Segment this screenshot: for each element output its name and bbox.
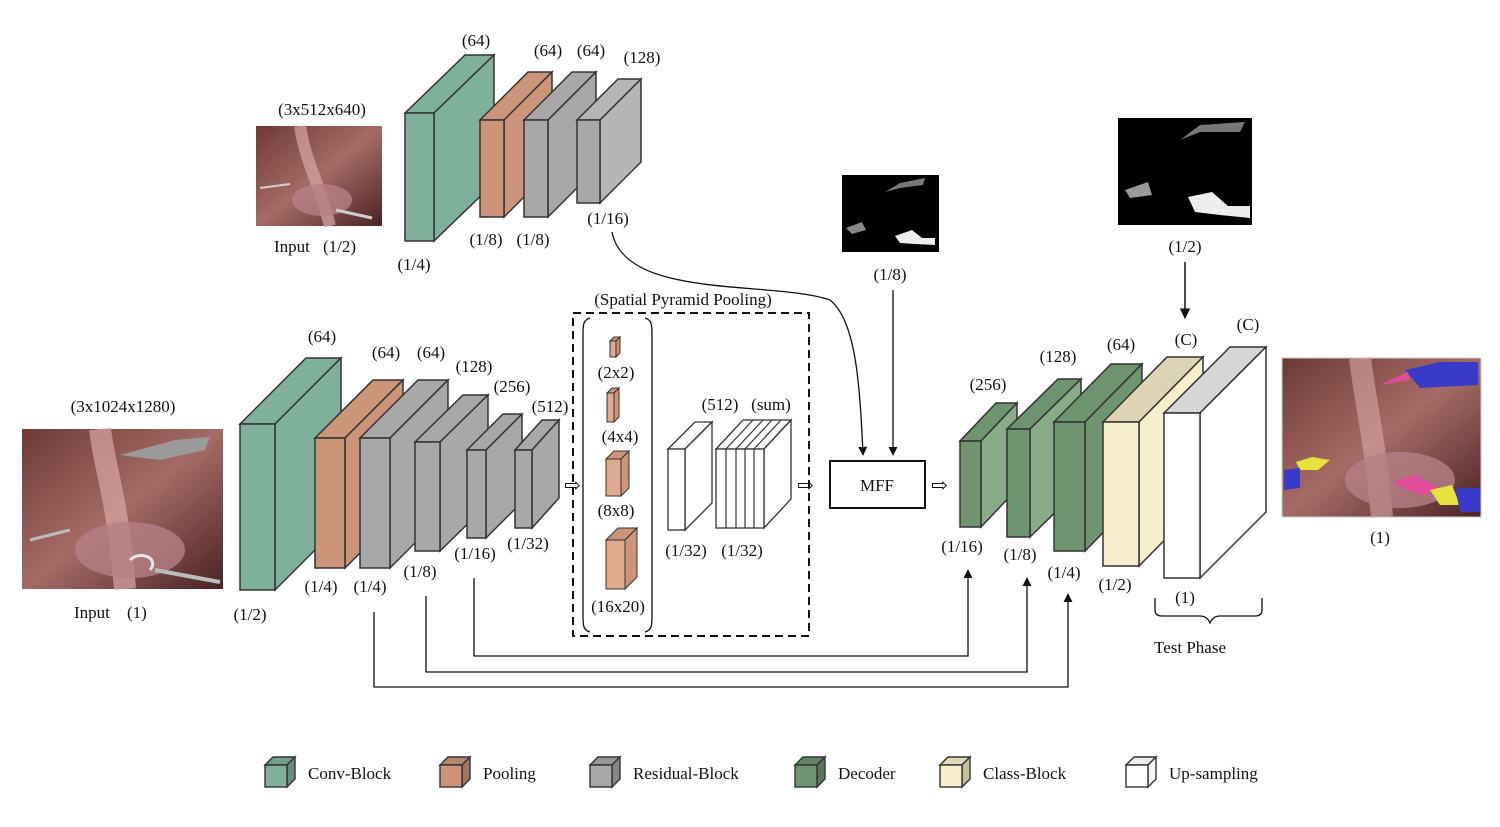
spp-pool-4x4 xyxy=(605,386,621,424)
spp-pool-2x2-label: (2x2) xyxy=(598,363,635,382)
legend-label: Decoder xyxy=(838,764,896,783)
upsampling-block xyxy=(1162,345,1268,580)
flow-arrow-1: ⇨ xyxy=(564,475,581,497)
spp-conv-channels: (512) xyxy=(702,395,739,414)
main-ch-2: (64) xyxy=(372,343,400,362)
spp-pool-8x8-label: (8x8) xyxy=(598,501,635,520)
dec-ch-2: (128) xyxy=(1040,347,1077,366)
main-input-image xyxy=(22,427,223,590)
dec-scale-1: (1/16) xyxy=(941,537,983,556)
main-ch-3: (64) xyxy=(417,343,445,362)
legend-swatch xyxy=(589,764,613,788)
legend-item-decoder: Decoder xyxy=(793,755,896,789)
legend-swatch xyxy=(794,764,818,788)
spp-conv-block xyxy=(666,420,714,532)
main-input-label: Input xyxy=(74,603,110,622)
top-conv-block xyxy=(403,53,496,243)
top-ch-3: (64) xyxy=(577,41,605,60)
spp-dashed-box xyxy=(572,312,810,637)
flow-arrow-3: ⇨ xyxy=(931,475,948,497)
legend-label: Residual-Block xyxy=(633,764,739,783)
spp-pool-2x2 xyxy=(608,335,622,359)
legend-swatch xyxy=(1125,764,1149,788)
legend: Conv-Block Pooling Residual-Block Decoder Cl… xyxy=(263,755,1258,789)
main-scale-3: (1/4) xyxy=(353,577,386,596)
spp-sum-label: (sum) xyxy=(751,395,791,414)
dec-ch-5: (C) xyxy=(1237,315,1260,334)
spp-pool-16x20-label: (16x20) xyxy=(591,597,645,616)
dec-scale-3: (1/4) xyxy=(1047,563,1080,582)
dec-ch-1: (256) xyxy=(970,375,1007,394)
output-image xyxy=(1281,356,1482,518)
legend-item-conv-block: Conv-Block xyxy=(263,755,392,789)
top-to-mff-connector xyxy=(611,231,868,456)
top-ch-4: (128) xyxy=(624,48,661,67)
legend-item-class-block: Class-Block xyxy=(938,755,1067,789)
spp-left-bracket xyxy=(582,317,591,633)
aux-mask-image-1-2 xyxy=(1118,118,1252,225)
legend-swatch xyxy=(939,764,963,788)
mff-label: MFF xyxy=(860,476,894,495)
main-input-size: (3x1024x1280) xyxy=(71,397,176,416)
aux-mask-scale-1-2: (1/2) xyxy=(1168,237,1201,256)
legend-label: Conv-Block xyxy=(308,764,392,783)
legend-label: Class-Block xyxy=(983,764,1067,783)
skip-connection-1-16 xyxy=(473,569,973,657)
dec-ch-4: (C) xyxy=(1175,330,1198,349)
top-input-scale: (1/2) xyxy=(323,237,356,256)
main-scale-6: (1/32) xyxy=(507,534,549,553)
main-residual-block-4 xyxy=(513,418,561,530)
legend-item-up-sampling: Up-sampling xyxy=(1124,755,1258,789)
top-input-size: (3x512x640) xyxy=(278,100,366,119)
skip-connection-1-4 xyxy=(373,593,1073,688)
legend-label: Up-sampling xyxy=(1169,764,1258,783)
top-scale-2: (1/8) xyxy=(469,230,502,249)
test-phase-brace xyxy=(1154,598,1263,625)
dec-scale-5: (1) xyxy=(1175,588,1195,607)
flow-arrow-2: ⇨ xyxy=(797,475,814,497)
legend-item-residual-block: Residual-Block xyxy=(588,755,739,789)
main-scale-2: (1/4) xyxy=(304,577,337,596)
top-scale-1: (1/4) xyxy=(397,255,430,274)
dec-scale-4: (1/2) xyxy=(1098,575,1131,594)
spp-sum-scale: (1/32) xyxy=(721,541,763,560)
aux-mask-scale-1-8: (1/8) xyxy=(873,265,906,284)
top-input-label: Input xyxy=(274,237,310,256)
spp-pool-4x4-label: (4x4) xyxy=(602,427,639,446)
main-ch-6: (512) xyxy=(532,397,569,416)
spp-sum-stack xyxy=(714,418,793,530)
output-scale: (1) xyxy=(1370,528,1390,547)
aux-mask-image-1-8 xyxy=(842,175,939,252)
top-scale-3: (1/8) xyxy=(516,230,549,249)
spp-title: (Spatial Pyramid Pooling) xyxy=(594,290,772,309)
spp-pool-16x20 xyxy=(604,526,639,591)
top-input-image xyxy=(256,125,382,228)
spp-pool-8x8 xyxy=(604,449,631,498)
legend-item-pooling: Pooling xyxy=(438,755,536,789)
main-ch-1: (64) xyxy=(308,327,336,346)
test-phase-label: Test Phase xyxy=(1154,638,1226,657)
main-scale-1: (1/2) xyxy=(233,605,266,624)
main-ch-4: (128) xyxy=(456,357,493,376)
main-ch-5: (256) xyxy=(494,377,531,396)
main-residual-block-3 xyxy=(465,412,524,540)
top-ch-2: (64) xyxy=(534,41,562,60)
main-scale-4: (1/8) xyxy=(403,562,436,581)
legend-label: Pooling xyxy=(483,764,536,783)
spp-right-bracket xyxy=(644,317,653,633)
dec-ch-3: (64) xyxy=(1107,335,1135,354)
mff-box xyxy=(829,460,926,509)
spp-conv-scale: (1/32) xyxy=(665,541,707,560)
dec-scale-2: (1/8) xyxy=(1003,545,1036,564)
main-input-scale: (1) xyxy=(127,603,147,622)
legend-swatch xyxy=(264,764,288,788)
main-scale-5: (1/16) xyxy=(454,544,496,563)
top-scale-4: (1/16) xyxy=(587,209,629,228)
legend-swatch xyxy=(439,764,463,788)
top-ch-1: (64) xyxy=(462,31,490,50)
skip-connection-1-8 xyxy=(425,577,1032,673)
top-residual-block-2 xyxy=(575,77,643,205)
